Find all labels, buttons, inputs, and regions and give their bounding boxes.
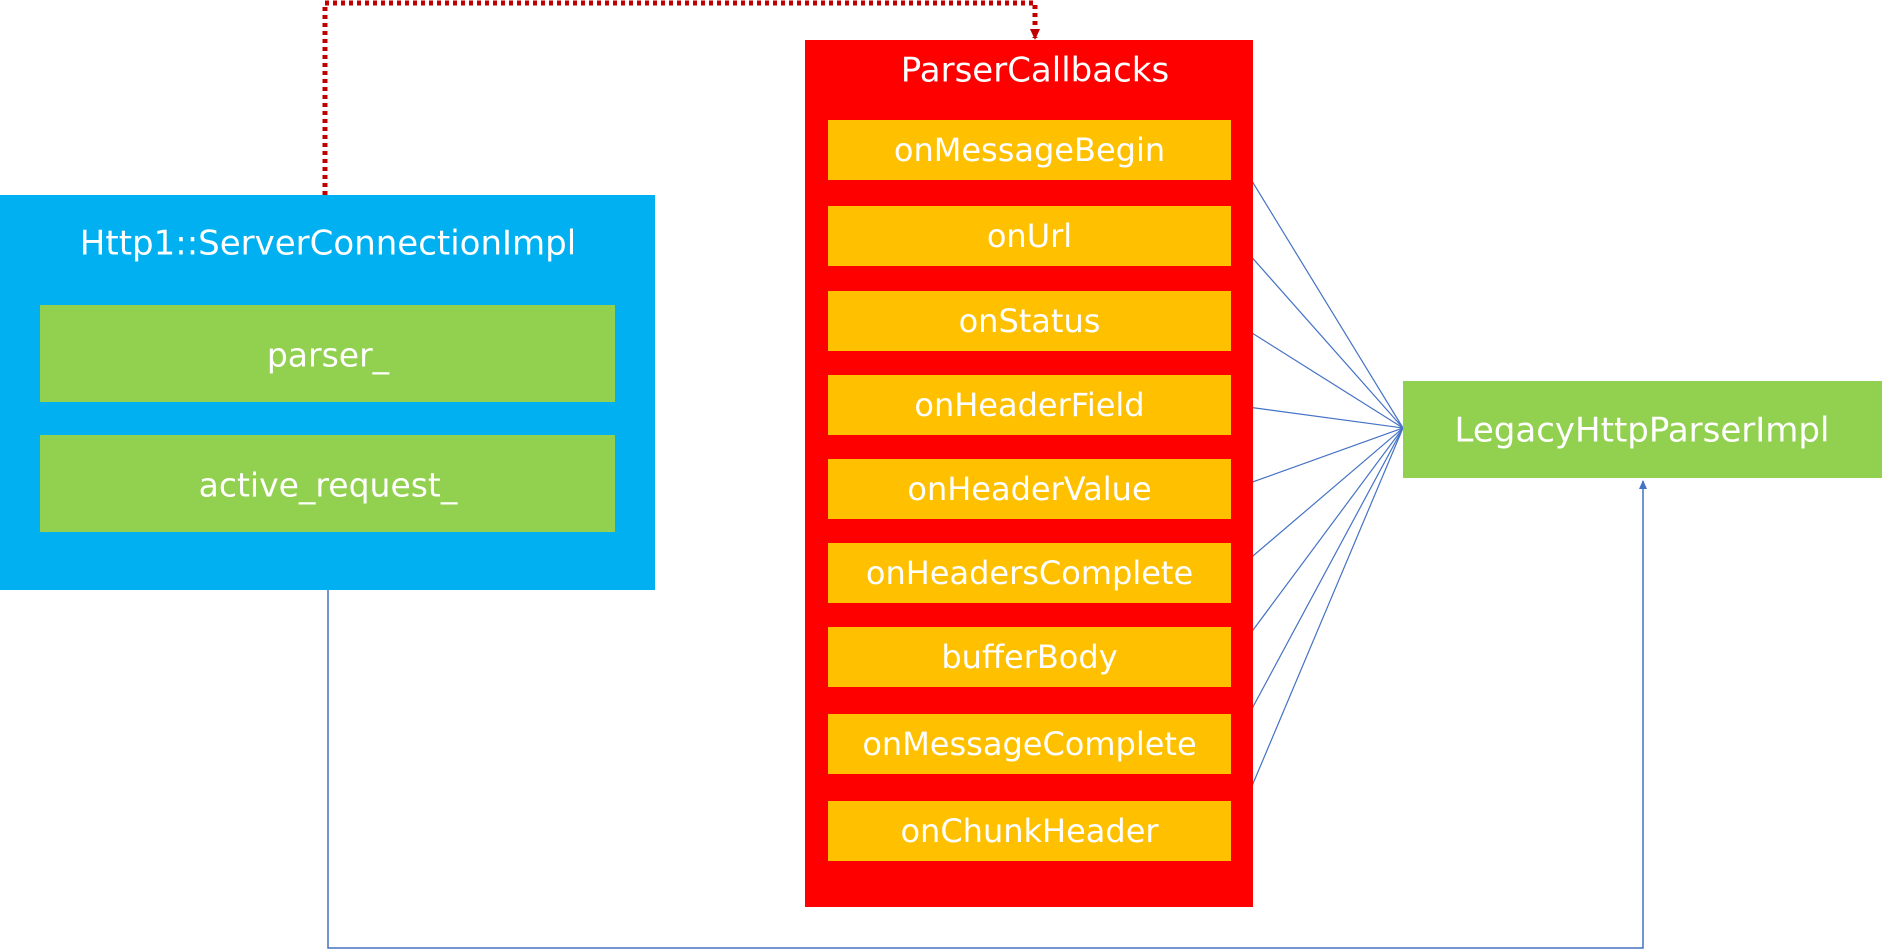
callback-on-chunk-header-box [828,801,1231,861]
arrow-to-on-url [1232,235,1404,429]
callback-on-headers-complete-label: onHeadersComplete [866,554,1193,592]
legacy-parser-title: LegacyHttpParserImpl [1455,411,1830,451]
arrow-to-on-headers-complete [1232,427,1404,574]
parser-field-box [40,305,615,402]
legacy-parser-callback-arrows [1232,149,1404,832]
callback-on-url-label: onUrl [987,217,1072,255]
server-connection-title: Http1::ServerConnectionImpl [80,224,576,264]
callback-buffer-body-box [828,627,1231,687]
callback-on-header-value-label: onHeaderValue [907,470,1151,508]
parser-callbacks-title: ParserCallbacks [901,51,1169,91]
server-connection-class: Http1::ServerConnectionImpl parser_ acti… [0,195,655,590]
callback-on-chunk-header-label: onChunkHeader [900,812,1159,850]
callback-on-message-begin-label: onMessageBegin [894,131,1165,169]
callback-buffer-body-label: bufferBody [941,638,1117,676]
arrow-to-on-status [1232,320,1404,429]
legacy-parser-class: LegacyHttpParserImpl [1403,381,1882,478]
arrow-to-on-message-begin [1232,149,1404,429]
arrow-to-on-header-field [1232,402,1404,429]
arrow-to-buffer-body [1232,427,1404,658]
active-request-field-label: active_request_ [199,466,458,505]
callback-on-header-field-box [828,375,1231,435]
legacy-parser-box [1403,381,1882,478]
callback-on-message-complete-label: onMessageComplete [862,725,1196,763]
active-request-field-box [40,435,615,532]
server-to-legacy-parser-connector [327,480,1647,949]
parser-callbacks-class: ParserCallbacks onMessageBegin onUrl onSta… [805,40,1253,907]
callback-on-message-begin-box [828,120,1231,180]
arrow-to-on-chunk-header [1232,427,1404,832]
connectors [322,0,1647,949]
server-to-callbacks-connector [322,0,1040,195]
callback-on-header-value-box [828,459,1231,519]
arrow-to-on-message-complete [1232,427,1404,745]
callback-list: onMessageBegin onUrl onStatus onHeaderField… [828,120,1231,861]
callback-on-header-field-label: onHeaderField [914,386,1144,424]
callback-on-status-label: onStatus [959,302,1101,340]
arrow-to-on-header-value [1232,427,1404,491]
callback-on-url-box [828,206,1231,266]
callback-on-message-complete-box [828,714,1231,774]
parser-field-label: parser_ [267,336,390,375]
callback-on-headers-complete-box [828,543,1231,603]
callback-on-status-box [828,291,1231,351]
